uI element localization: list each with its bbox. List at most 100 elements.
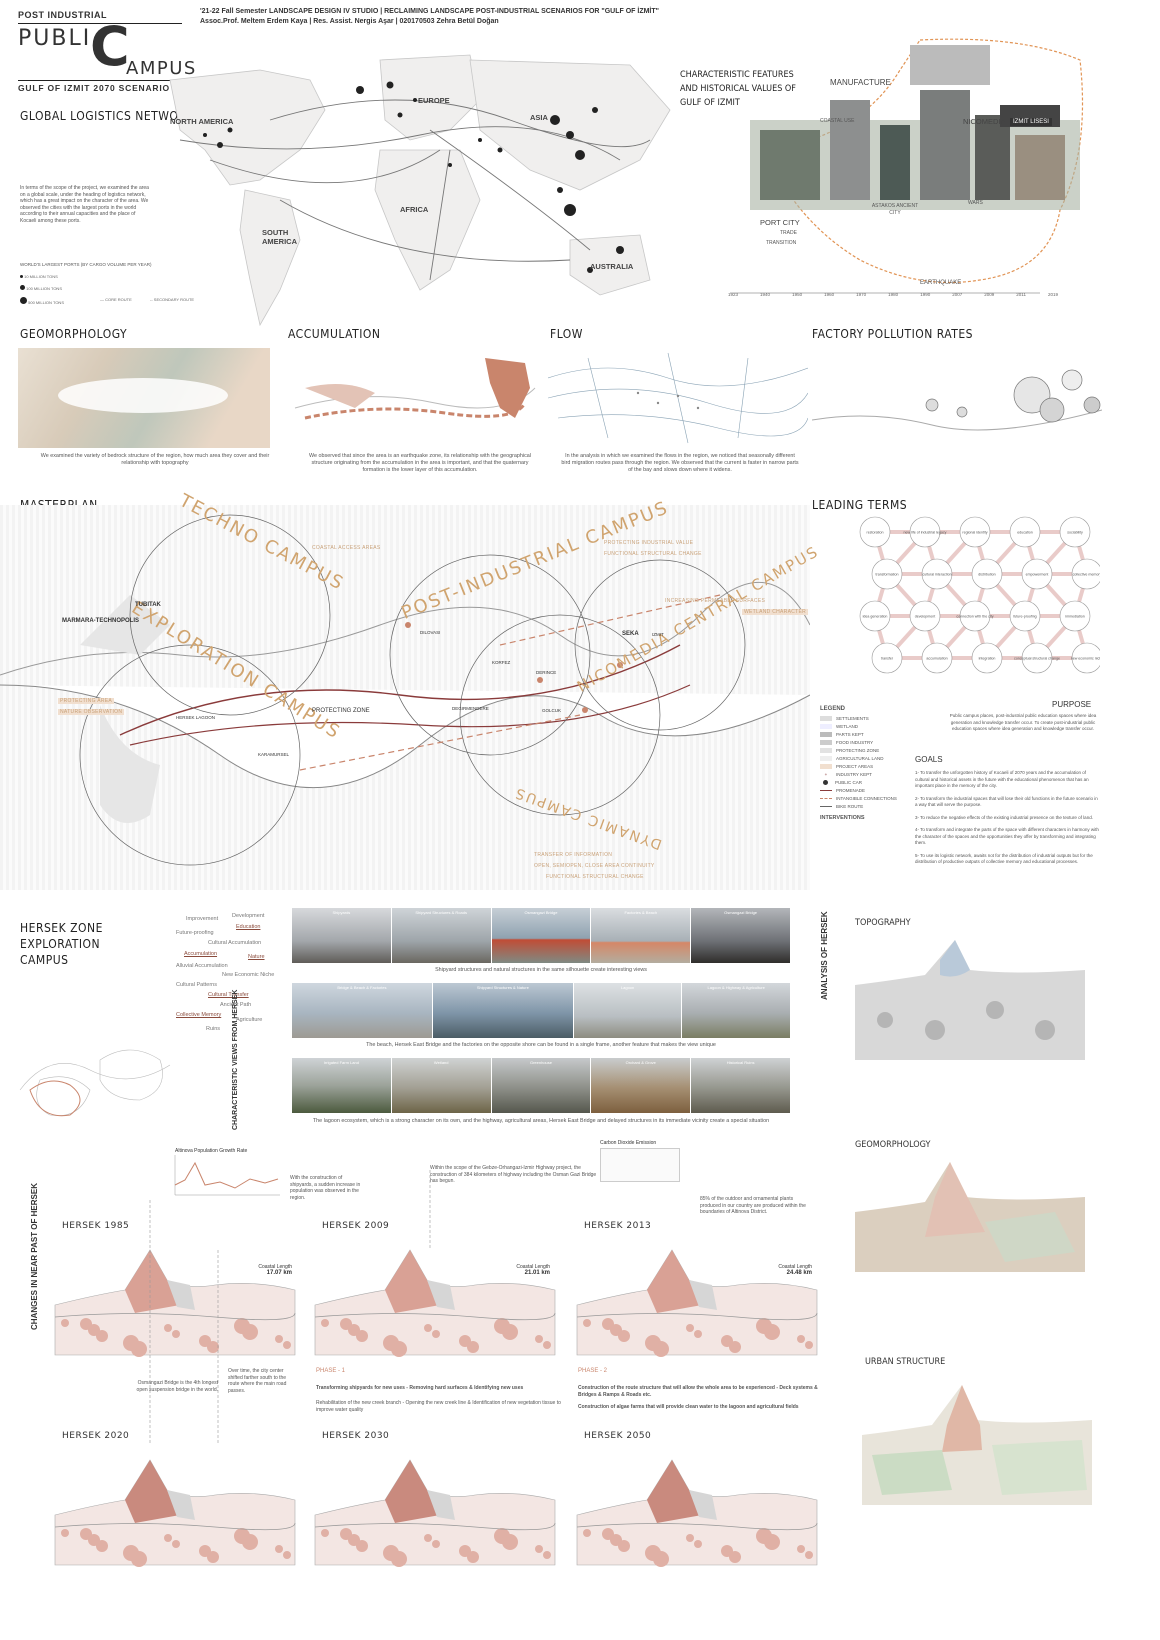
africa-shape	[374, 149, 481, 291]
bridge-note: Osmangazi Bridge is the 4th longest open…	[136, 1380, 218, 1393]
legend-secondary-route: SECONDARY ROUTE	[153, 297, 195, 302]
masterplan-legend: LEGEND SETTLEMENTS WETLAND PARTS KEPT FO…	[820, 706, 915, 886]
urban-map	[862, 1385, 1092, 1505]
coast-value: 24.48 km	[786, 1270, 812, 1276]
tag-protecting-area: PROTECTING AREA	[58, 698, 115, 704]
term-node	[959, 600, 991, 632]
settlement-patch	[424, 1534, 432, 1542]
features-collage	[730, 38, 1084, 294]
legend-item: INDUSTRY KEPT	[836, 772, 872, 777]
term-node-label: sociability	[1067, 531, 1083, 535]
term-node	[1009, 600, 1041, 632]
asia-shape	[469, 59, 671, 191]
city-note: Over time, the city center shifted farth…	[228, 1368, 287, 1394]
hersek-term-cloud: Improvement Development Future-proofing …	[170, 912, 280, 1037]
view-photo: Orchard & Grove	[591, 1058, 691, 1113]
legend-item: PROJECT AREAS	[836, 764, 874, 769]
title-left: PUBLI	[18, 26, 92, 51]
term-node-label: empowerment	[1026, 573, 1049, 577]
settlement-patch	[172, 1330, 180, 1338]
phase-2-line-1: Construction of the route structure that…	[578, 1385, 818, 1398]
settlement-patch	[535, 1545, 543, 1553]
term-node-label: cultural interaction	[922, 573, 951, 577]
settlement-patch	[275, 1335, 283, 1343]
legend-core-route: CORE ROUTE	[105, 297, 132, 302]
settlement-patch	[432, 1540, 440, 1548]
header-kicker: POST INDUSTRIAL	[18, 10, 108, 20]
settlement-patch	[459, 1545, 471, 1557]
timeline-year: 1940	[760, 292, 771, 297]
term-node-label: distribution	[978, 573, 995, 577]
settlement-patch	[172, 1540, 180, 1548]
view-photo: Factories & Beach	[591, 908, 691, 963]
feature-earthquake: EARTHQUAKE	[920, 280, 962, 286]
term-node-label: new economic niche	[1071, 657, 1100, 661]
view-photo: Osmangazi Bridge	[691, 908, 790, 963]
settlement-patch	[321, 1319, 329, 1327]
header-rule	[18, 23, 182, 24]
place-protecting-zone: PROTECTING ZONE	[312, 708, 370, 714]
view-photo: Lagoon & Highway & Agriculture	[682, 983, 790, 1038]
feature-port-city: PORT CITY	[760, 218, 800, 227]
settlement-patch	[432, 1330, 440, 1338]
term-node-label: development	[915, 615, 936, 619]
plants-note: 85% of the outdoor and ornamental plants…	[700, 1196, 806, 1215]
continent-north-america: NORTH AMERICA	[170, 117, 234, 126]
term-node	[859, 600, 891, 632]
continent-south-america: SOUTH AMERICA	[262, 228, 297, 246]
place-degirmendere: DEGIRMENDERE	[452, 706, 489, 711]
feature-transition: TRANSITION	[766, 240, 797, 246]
hersek-panel-map	[576, 1249, 818, 1357]
phase-2-title: PHASE - 2	[578, 1368, 608, 1374]
pop-note: With the construction of shipyards, a su…	[290, 1175, 361, 1201]
views-row-3-caption: The lagoon ecosystem, which is a strong …	[312, 1118, 770, 1124]
panel-title: HERSEK 2013	[584, 1221, 652, 1231]
view-photo: Irrigated Farm Land	[292, 1058, 391, 1113]
geomorphology-title: GEOMORPHOLOGY	[20, 327, 128, 341]
place-dilovasi: DILOVASI	[420, 630, 441, 635]
settlement-patch	[543, 1551, 551, 1559]
settlement-patch	[61, 1319, 69, 1327]
continent-africa: AFRICA	[400, 205, 429, 214]
term-node	[1071, 642, 1100, 674]
analysis-vertical-title: ANALYSIS OF HERSEK	[820, 911, 829, 1000]
topography-title: TOPOGRAPHY	[855, 918, 911, 928]
pollution-title: FACTORY POLLUTION RATES	[812, 327, 974, 341]
nicomedia-circle	[574, 559, 746, 731]
tag-permeable-surfaces: INCREASING PERMEABLE SURFACES	[665, 598, 766, 604]
header-subtitle: GULF OF IZMIT 2070 SCENARIO	[18, 83, 170, 93]
term-node-label: connection with the city	[956, 615, 993, 619]
feature-izmit-lisesi: IZMIT LISESI	[1010, 118, 1052, 126]
place-izmit: IZMIT	[652, 632, 664, 637]
north-america-shape	[169, 69, 326, 186]
term-node-label: conceptual structural change	[1014, 657, 1060, 661]
coast-value: 21.01 km	[524, 1270, 550, 1276]
phase-1-line-1: Transforming shipyards for new uses - Re…	[316, 1385, 524, 1391]
place-derince: DERINCE	[536, 670, 557, 675]
term-node	[1021, 642, 1053, 674]
interventions-title: INTERVENTIONS	[820, 815, 865, 821]
phase-1-title: PHASE - 1	[316, 1368, 346, 1374]
legend-item: FOOD INDUSTRY	[836, 740, 874, 745]
term-node	[1071, 558, 1100, 590]
term-node	[1009, 516, 1041, 548]
hersek-panel-map	[314, 1249, 556, 1357]
accumulation-caption: We observed that since the area is an ea…	[309, 453, 531, 473]
masterplan-map	[0, 505, 810, 890]
settlement-patch	[694, 1330, 702, 1338]
topography-map	[855, 940, 1085, 1060]
goal-item: 4- To transform and integrate the parts …	[915, 827, 1099, 845]
continent-australia: AUSTRALIA	[590, 262, 634, 271]
techno-campus-circle	[129, 514, 331, 716]
settlement-patch	[283, 1551, 291, 1559]
legend-item: PROTECTING ZONE	[836, 748, 880, 753]
view-photo: Wetland	[391, 1058, 491, 1113]
settlement-patch	[61, 1529, 69, 1537]
goal-item: 3- To reduce the negative effects of the…	[915, 814, 1093, 820]
legend-100m: 100 MILLION TONS	[26, 286, 62, 291]
global-network-title: GLOBAL LOGISTICS NETWORK	[20, 109, 194, 123]
term-node-label: education	[1017, 531, 1033, 535]
geomorphology-hersek-map	[855, 1162, 1085, 1272]
